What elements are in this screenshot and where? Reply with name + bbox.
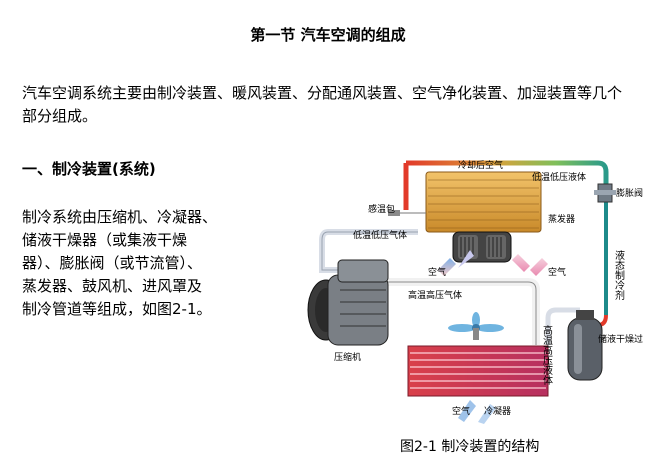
air-inlet-arrows [438,250,548,276]
label-air-right: 空气 [548,266,566,278]
evaporator [425,171,542,233]
expansion-valve [594,183,616,203]
label-condenser: 冷凝器 [484,405,511,417]
high-pressure-liquid-pipe [545,307,580,345]
refrigeration-diagram-svg: 冷却后空气 低温低压液体 膨胀阀 感温包 蒸发器 低温低压气体 空气 空气 液态… [307,159,656,424]
label-high-temp-high-pressure-liquid: 高温高压液体 [541,324,553,386]
intro-paragraph: 汽车空调系统主要由制冷装置、暖风装置、分配通风装置、空气净化装置、加湿装置等几个… [22,84,623,125]
compressor [307,259,389,346]
label-receiver-drier: 储液干燥过滤器 [598,333,643,345]
label-evaporator: 蒸发器 [548,213,575,225]
label-air-left: 空气 [428,266,446,278]
label-high-temp-high-pressure-gas: 高温高压气体 [408,289,462,301]
refrigeration-diagram: 冷却后空气 低温低压液体 膨胀阀 感温包 蒸发器 低温低压气体 空气 空气 液态… [298,150,656,425]
body-line: 储液干燥器（或集液干燥 [22,231,188,249]
sensing-bulb [388,210,426,216]
label-air-bottom: 空气 [452,405,470,417]
body-line: 制冷管道等组成，如图2-1。 [22,300,212,318]
condenser-air-arrow [458,400,496,424]
label-expansion-valve: 膨胀阀 [616,187,643,199]
section-heading: 一、制冷装置(系统) [22,160,156,178]
condenser [407,345,549,397]
body-line: 器）、膨胀阀（或节流管）、 [22,254,203,272]
top-refrigerant-pipe [406,160,609,190]
label-low-temp-low-pressure-liquid: 低温低压液体 [532,171,586,183]
label-cooled-air: 冷却后空气 [458,159,503,171]
receiver-drier [567,310,603,381]
label-sensing-bulb: 感温包 [368,203,395,215]
page-title: 第一节 汽车空调的组成 [250,26,406,44]
condenser-fan [448,312,504,340]
blower-fan [452,231,512,263]
body-line: 蒸发器、鼓风机、进风罩及 [22,277,203,295]
body-paragraph: 制冷系统由压缩机、冷凝器、 储液干燥器（或集液干燥 器）、膨胀阀（或节流管）、 … [22,206,272,321]
body-line: 制冷系统由压缩机、冷凝器、 [22,208,218,226]
label-liquid-refrigerant: 液态制冷剂 [613,249,625,301]
label-low-temp-low-pressure-gas: 低温低压气体 [353,229,407,241]
label-compressor: 压缩机 [334,351,361,363]
figure-caption: 图2-1 制冷装置的结构 [400,439,540,455]
